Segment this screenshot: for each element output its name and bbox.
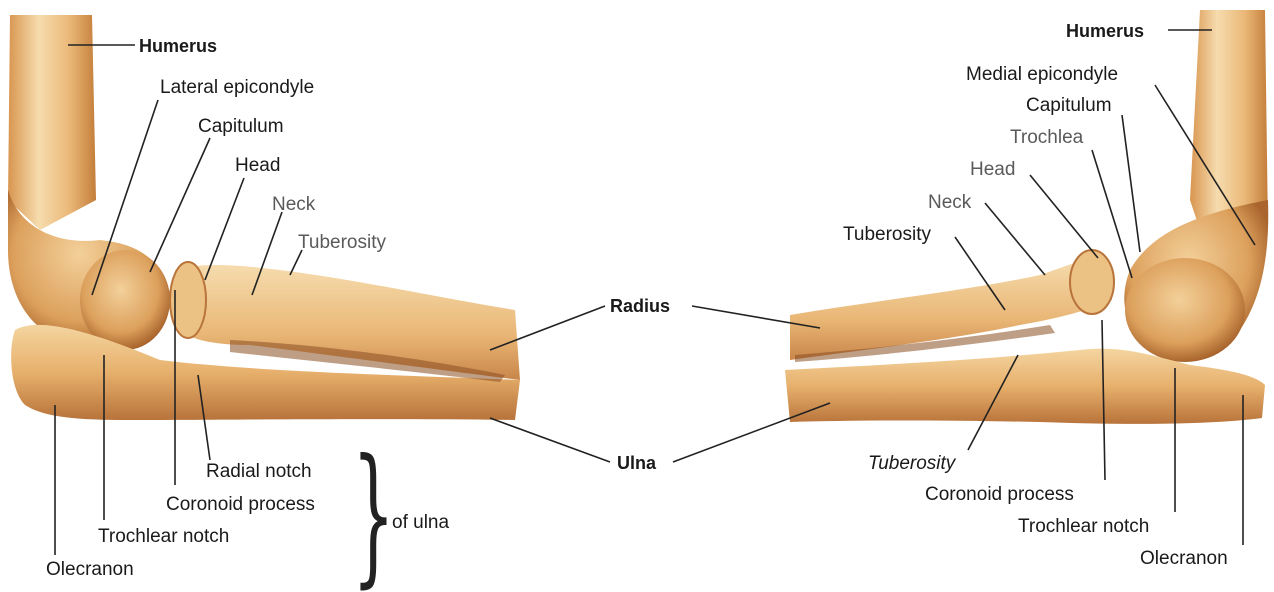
leader-left-tuberosity xyxy=(290,250,302,275)
label-left-olecranon: Olecranon xyxy=(46,560,134,579)
label-right-head: Head xyxy=(970,160,1015,179)
label-left-capitulum: Capitulum xyxy=(198,117,284,136)
leader-ulna-right xyxy=(673,403,830,462)
label-of-ulna: of ulna xyxy=(392,513,449,532)
label-right-trochlear-notch: Trochlear notch xyxy=(1018,517,1149,536)
label-right-neck: Neck xyxy=(928,193,971,212)
grouping-brace: } xyxy=(352,440,395,590)
label-left-humerus: Humerus xyxy=(139,37,217,55)
leader-left-capitulum xyxy=(150,138,210,272)
label-medial-epicondyle: Medial epicondyle xyxy=(966,65,1118,84)
label-radius: Radius xyxy=(610,297,670,315)
label-lateral-epicondyle: Lateral epicondyle xyxy=(160,78,314,97)
left-elbow xyxy=(8,15,520,420)
label-left-coronoid-process: Coronoid process xyxy=(166,495,315,514)
label-right-coronoid-process: Coronoid process xyxy=(925,485,1074,504)
label-left-head: Head xyxy=(235,156,280,175)
leader-left-head xyxy=(205,178,244,280)
label-radial-notch: Radial notch xyxy=(206,462,312,481)
left-capitulum xyxy=(80,250,170,350)
leader-right-head xyxy=(1030,175,1098,258)
leader-right-neck xyxy=(985,203,1045,275)
label-trochlea: Trochlea xyxy=(1010,128,1083,147)
leader-ulna-left xyxy=(490,418,610,462)
right-trochlea xyxy=(1125,258,1245,362)
left-humerus-shaft xyxy=(8,15,96,230)
label-ulna: Ulna xyxy=(617,454,656,472)
label-right-tuberosity-ulna: Tuberosity xyxy=(868,454,955,473)
label-right-tuberosity-radius: Tuberosity xyxy=(843,225,931,244)
label-left-trochlear-notch: Trochlear notch xyxy=(98,527,229,546)
label-right-olecranon: Olecranon xyxy=(1140,549,1228,568)
right-radial-head xyxy=(1070,250,1114,314)
label-right-humerus: Humerus xyxy=(1066,22,1144,40)
label-right-capitulum: Capitulum xyxy=(1026,96,1112,115)
label-left-tuberosity: Tuberosity xyxy=(298,233,386,252)
label-left-neck: Neck xyxy=(272,195,315,214)
leader-right-capitulum xyxy=(1122,115,1140,252)
